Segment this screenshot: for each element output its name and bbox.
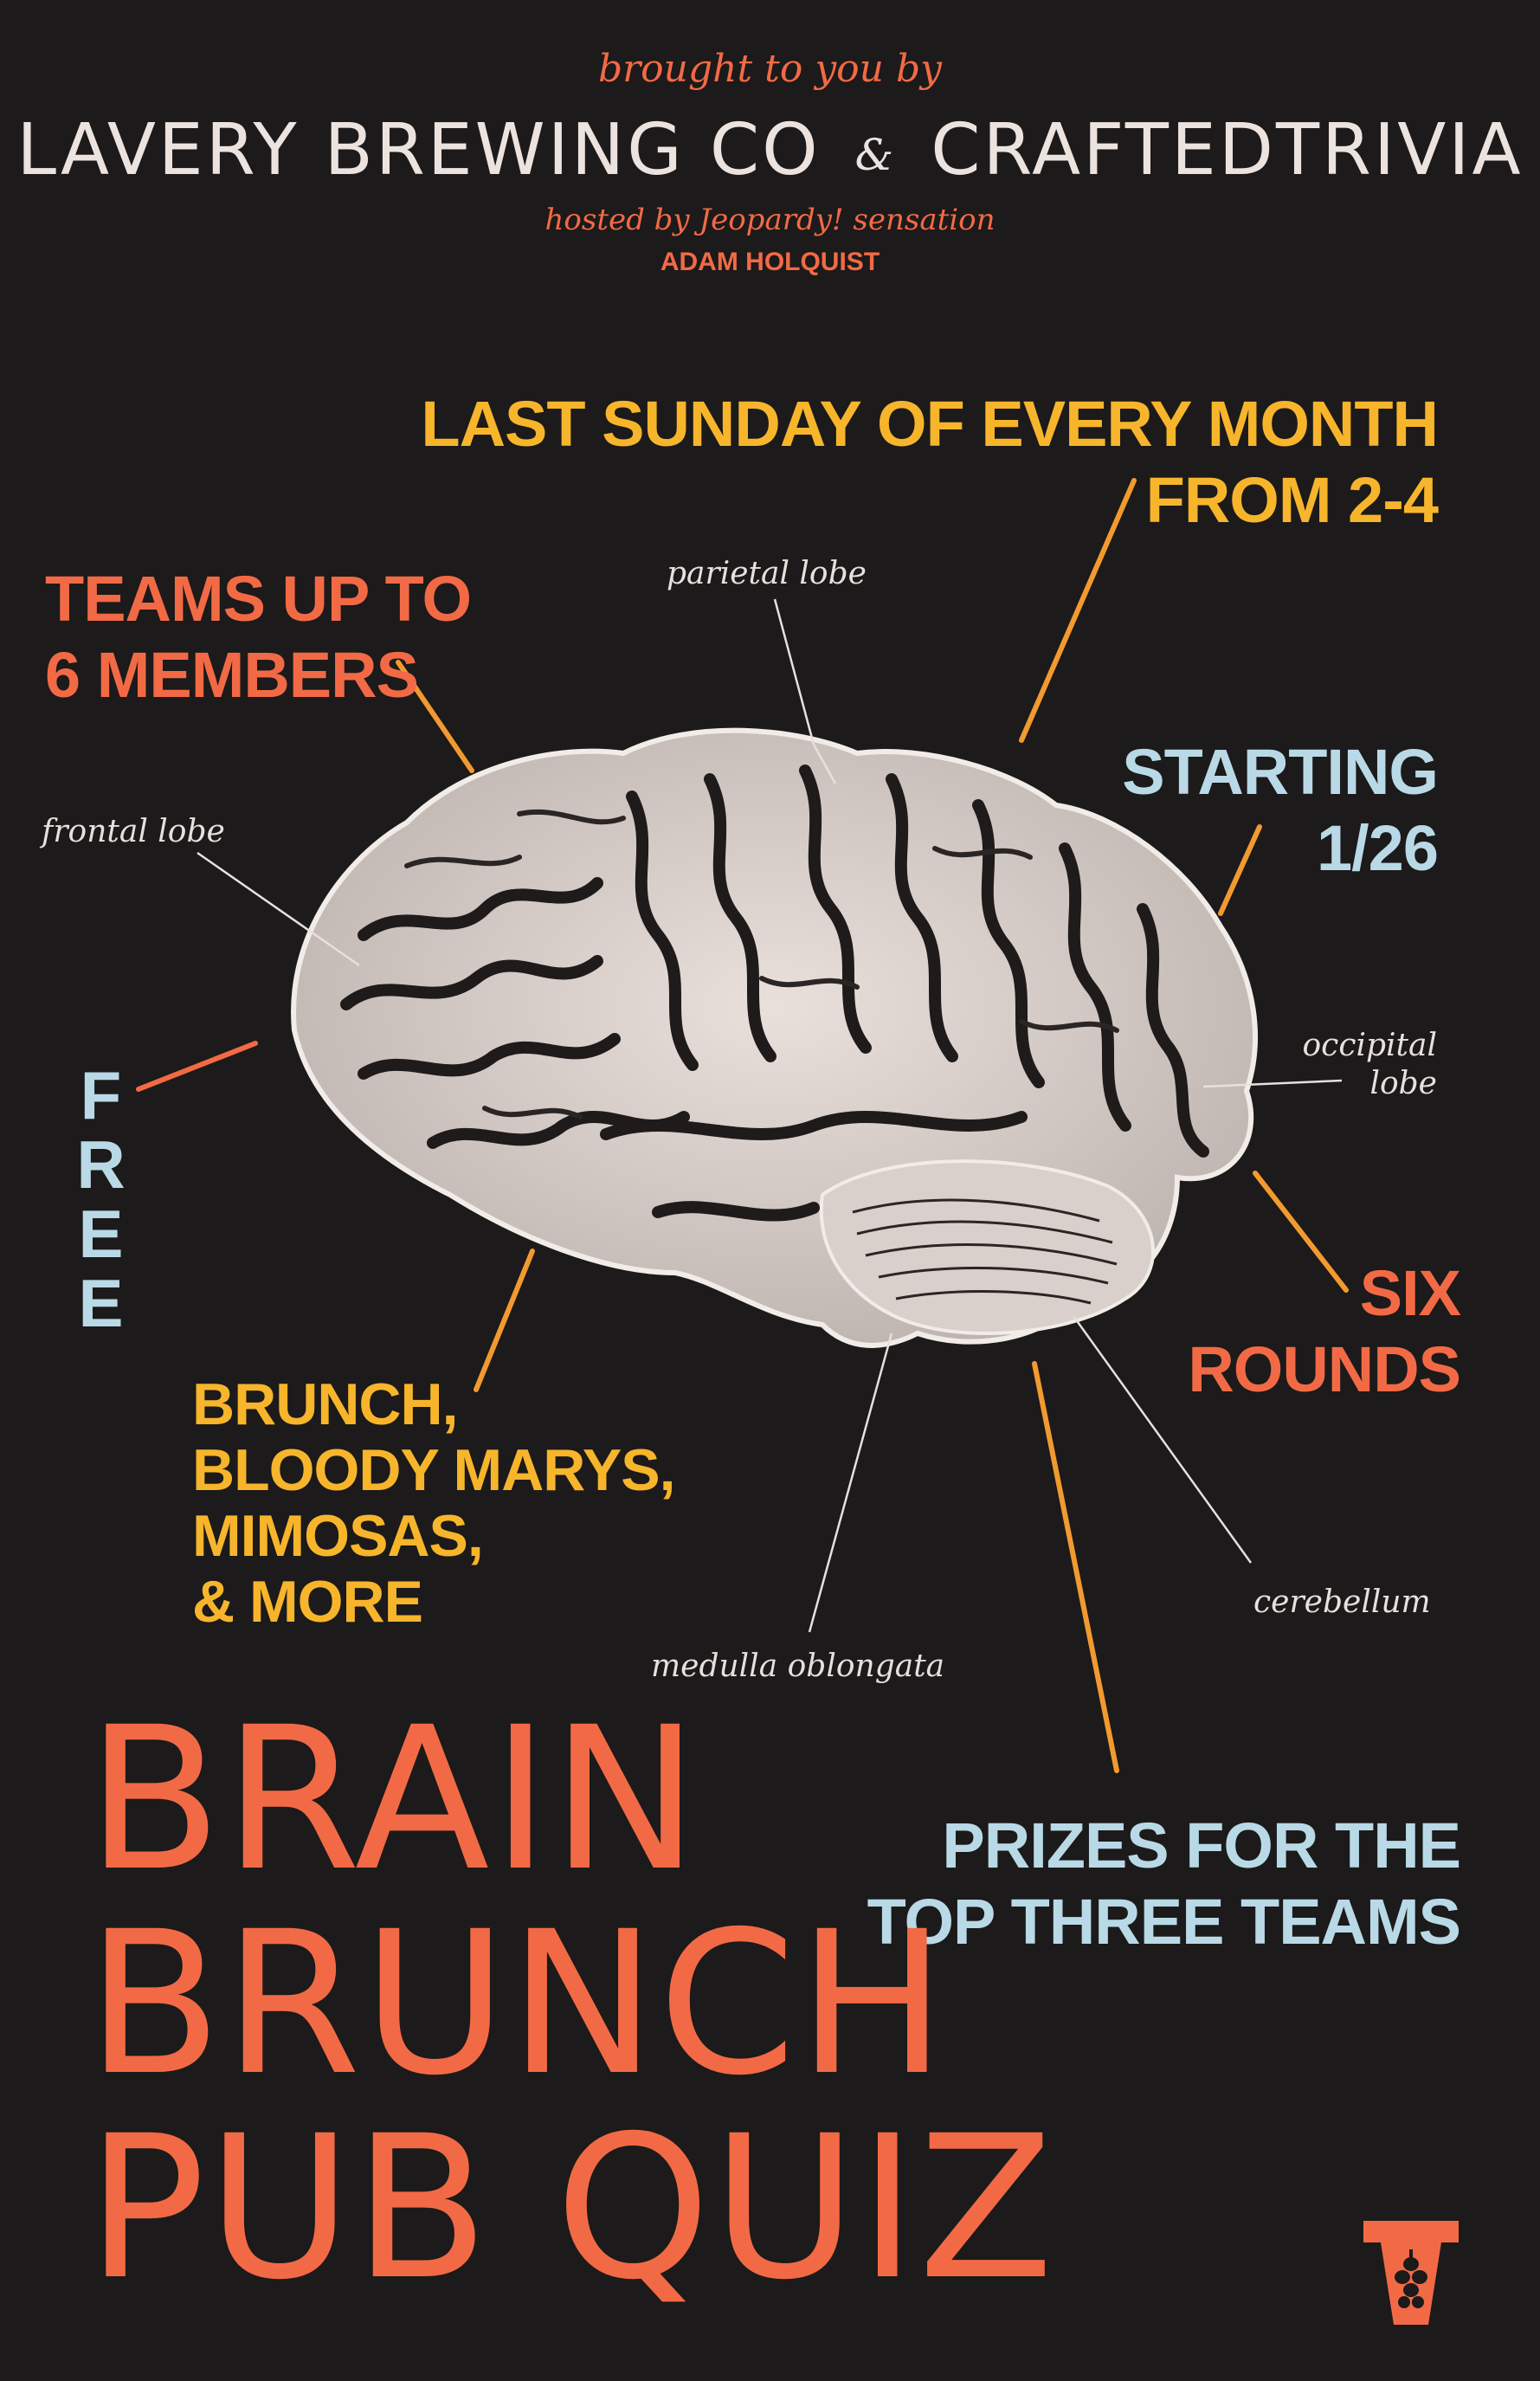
callout-brunch-line3: MIMOSAS, bbox=[192, 1503, 484, 1569]
callout-rounds-line2: ROUNDS bbox=[1188, 1333, 1461, 1405]
label-medulla-oblongata: medulla oblongata bbox=[651, 1649, 945, 1684]
callout-teams-line1: TEAMS UP TO bbox=[45, 563, 472, 635]
callout-prizes: PRIZES FOR THE TOP THREE TEAMS bbox=[867, 1808, 1461, 1960]
hosted-by: hosted by Jeopardy! sensation bbox=[544, 203, 996, 237]
host-name: ADAM HOLQUIST bbox=[660, 248, 880, 276]
callout-brunch-line2: BLOODY MARYS, bbox=[192, 1437, 675, 1503]
callout-brunch-line4: & MORE bbox=[192, 1569, 423, 1635]
keystone-hop-logo-icon bbox=[1363, 2221, 1459, 2325]
callout-starting: STARTING 1/26 bbox=[1122, 734, 1439, 887]
sponsors-line: LAVERY BREWING CO&CRAFTEDTRIVIA bbox=[0, 109, 1540, 191]
label-occipital-lobe: occipital lobe bbox=[1302, 1028, 1437, 1101]
main-title: BRAIN BRUNCH PUB QUIZ bbox=[87, 1697, 1055, 2310]
callout-prizes-line2: TOP THREE TEAMS bbox=[867, 1886, 1461, 1958]
callout-schedule-line1: LAST SUNDAY OF EVERY MONTH bbox=[421, 388, 1439, 460]
callout-schedule-line2: FROM 2-4 bbox=[1145, 464, 1439, 536]
title-line-brunch: BRUNCH bbox=[87, 1888, 948, 2119]
brought-to-you-by: brought to you by bbox=[597, 47, 943, 91]
callout-brunch: BRUNCH, BLOODY MARYS, MIMOSAS, & MORE bbox=[192, 1371, 675, 1635]
callout-prizes-line1: PRIZES FOR THE bbox=[942, 1810, 1461, 1881]
callout-rounds-line1: SIX bbox=[1359, 1257, 1461, 1329]
sponsor-craftedtrivia: CRAFTEDTRIVIA bbox=[931, 109, 1524, 191]
sponsor-lavery: LAVERY BREWING CO bbox=[16, 109, 821, 191]
ampersand: & bbox=[854, 129, 897, 180]
label-frontal-lobe: frontal lobe bbox=[42, 814, 225, 849]
label-cerebellum: cerebellum bbox=[1253, 1584, 1431, 1620]
label-parietal-lobe: parietal lobe bbox=[667, 556, 867, 591]
callout-free: FREE bbox=[76, 1057, 125, 1341]
callout-starting-line1: STARTING bbox=[1122, 736, 1439, 808]
callout-teams-line2: 6 MEMBERS bbox=[45, 639, 419, 711]
title-line-pub-quiz: PUB QUIZ bbox=[87, 2093, 1056, 2323]
callout-teams: TEAMS UP TO 6 MEMBERS bbox=[45, 561, 472, 713]
title-line-brain: BRAIN bbox=[87, 1684, 701, 1914]
callout-brunch-line1: BRUNCH, bbox=[192, 1371, 459, 1437]
callout-starting-line2: 1/26 bbox=[1316, 812, 1439, 884]
callout-schedule: LAST SUNDAY OF EVERY MONTH FROM 2-4 bbox=[421, 386, 1439, 539]
callout-rounds: SIX ROUNDS bbox=[1188, 1255, 1461, 1408]
